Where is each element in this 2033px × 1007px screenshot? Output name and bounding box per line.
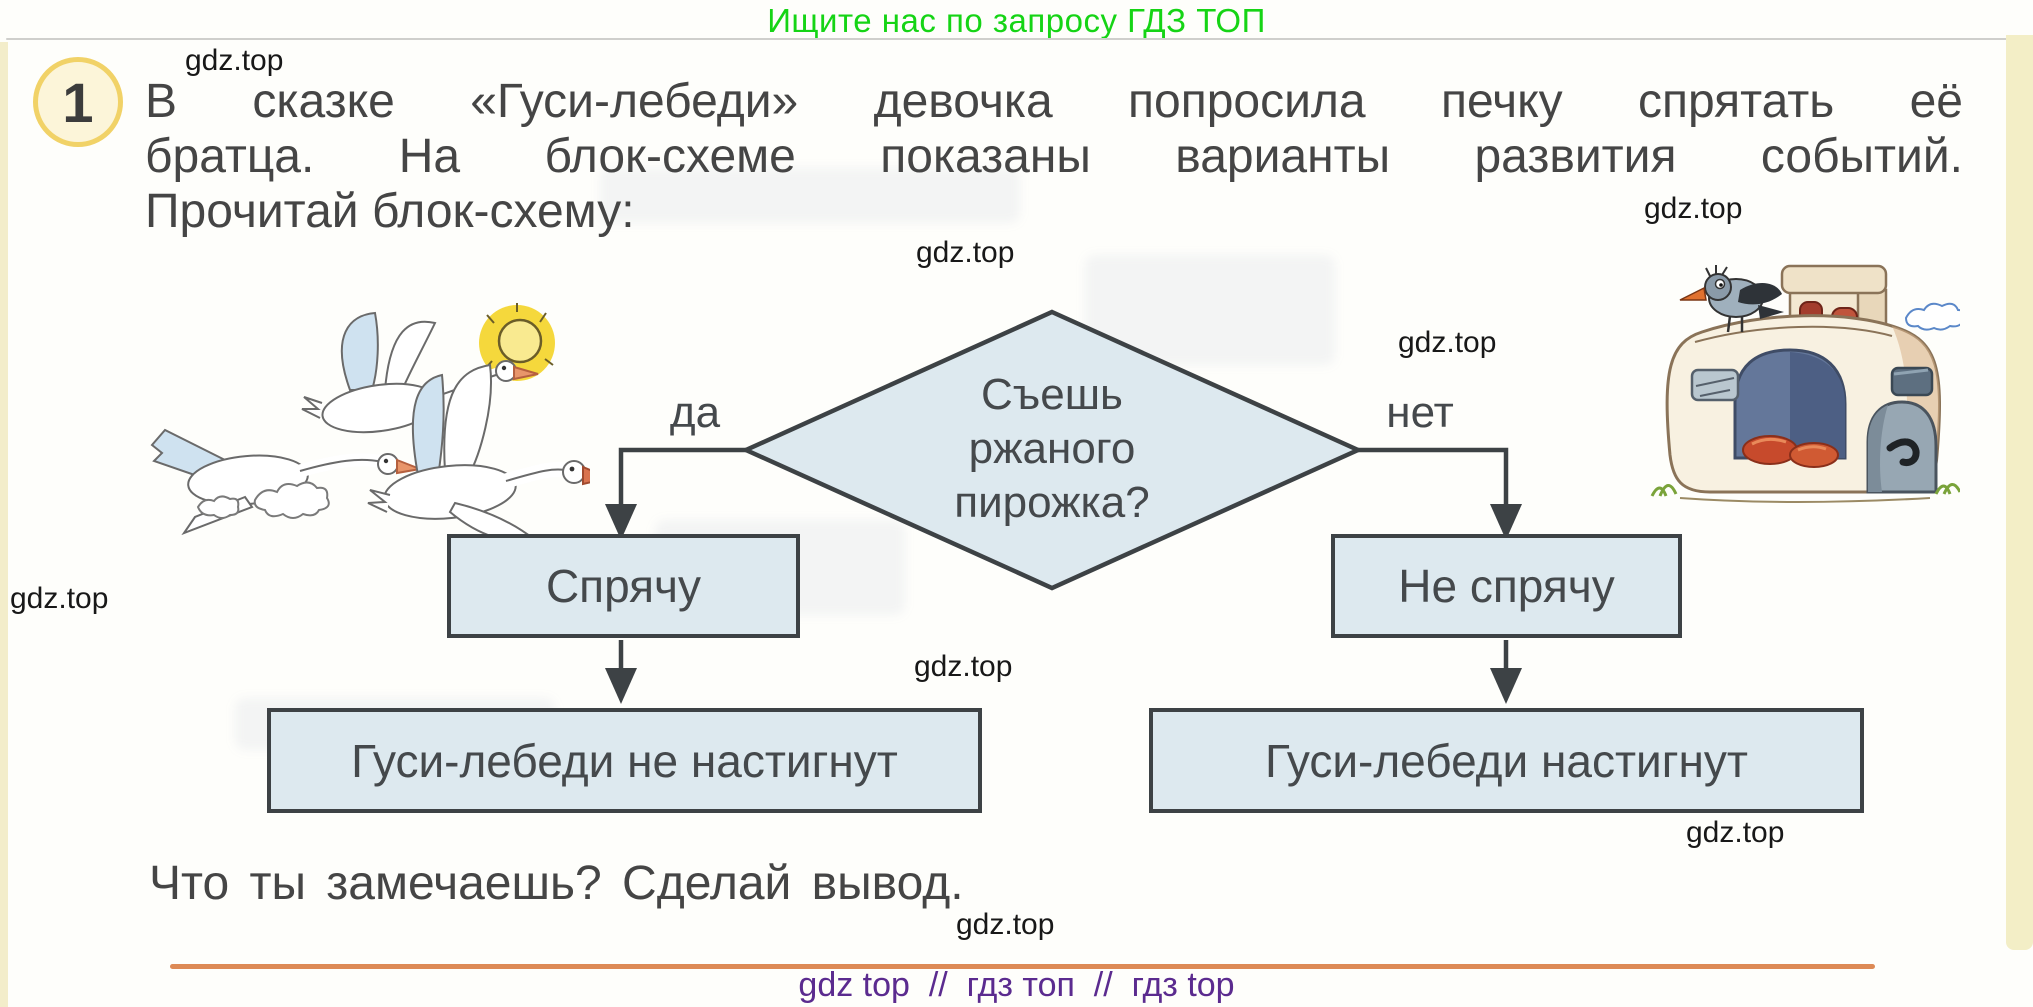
sun-icon xyxy=(479,303,555,381)
page-top-edge xyxy=(6,38,2033,40)
footer-tags: gdz top // гдз топ // гдз top xyxy=(798,966,1235,1004)
box-outcome-yes: Гуси-лебеди не настигнут xyxy=(267,708,982,813)
box-action-no: Не спрячу xyxy=(1331,534,1682,638)
page-right-edge xyxy=(2006,35,2033,950)
task-number: 1 xyxy=(62,70,94,134)
label-yes: да xyxy=(669,388,721,437)
cloud xyxy=(1904,302,1960,331)
task-question: Что ты замечаешь? Сделай вывод. xyxy=(149,857,964,910)
footer-divider xyxy=(170,964,1875,969)
condition-text: Съешь ржаного пирожка? xyxy=(892,368,1212,530)
task-number-badge: 1 xyxy=(33,57,123,147)
bleed-through-artifact xyxy=(1085,255,1335,365)
watermark: gdz.top xyxy=(1398,326,1497,359)
promo-banner: Ищите нас по запросу ГДЗ ТОП xyxy=(767,2,1266,39)
goose xyxy=(150,428,424,536)
side-window xyxy=(1890,366,1934,397)
task-text-line-1: В сказке «Гуси-лебеди» девочка попросила… xyxy=(145,75,1963,128)
condition-line: пирожка? xyxy=(954,478,1150,527)
label-no: нет xyxy=(1386,388,1454,437)
watermark: gdz.top xyxy=(916,236,1015,269)
crow xyxy=(1679,265,1784,333)
bleed-through-artifact xyxy=(600,168,1020,223)
side-hatch xyxy=(1690,368,1740,402)
stove-illustration xyxy=(1650,264,1960,503)
box-action-yes-text: Спрячу xyxy=(545,560,702,612)
watermark: gdz.top xyxy=(914,650,1013,683)
box-action-no-text: Не спрячу xyxy=(1398,560,1615,612)
watermark: gdz.top xyxy=(956,908,1055,941)
condition-line: Съешь xyxy=(981,370,1123,419)
box-action-yes: Спрячу xyxy=(447,534,800,638)
task-text-line-2: братца. На блок-схеме показаны варианты … xyxy=(145,130,1963,183)
condition-line: ржаного xyxy=(968,424,1136,473)
watermark: gdz.top xyxy=(1686,816,1785,849)
watermark: gdz.top xyxy=(185,44,284,77)
oven-opening xyxy=(1733,348,1847,460)
oven-door xyxy=(1866,400,1938,494)
pies xyxy=(1742,435,1839,468)
page-left-edge xyxy=(0,42,8,1007)
box-outcome-yes-text: Гуси-лебеди не настигнут xyxy=(351,734,898,787)
watermark: gdz.top xyxy=(10,582,109,615)
watermark: gdz.top xyxy=(1644,192,1743,225)
cloud xyxy=(196,481,330,519)
box-outcome-no-text: Гуси-лебеди настигнут xyxy=(1265,734,1748,787)
geese-illustration xyxy=(150,303,590,543)
grass xyxy=(1650,483,1960,503)
goose xyxy=(367,363,590,543)
box-outcome-no: Гуси-лебеди настигнут xyxy=(1149,708,1864,813)
task-text-line-3: Прочитай блок-схему: xyxy=(145,185,635,238)
